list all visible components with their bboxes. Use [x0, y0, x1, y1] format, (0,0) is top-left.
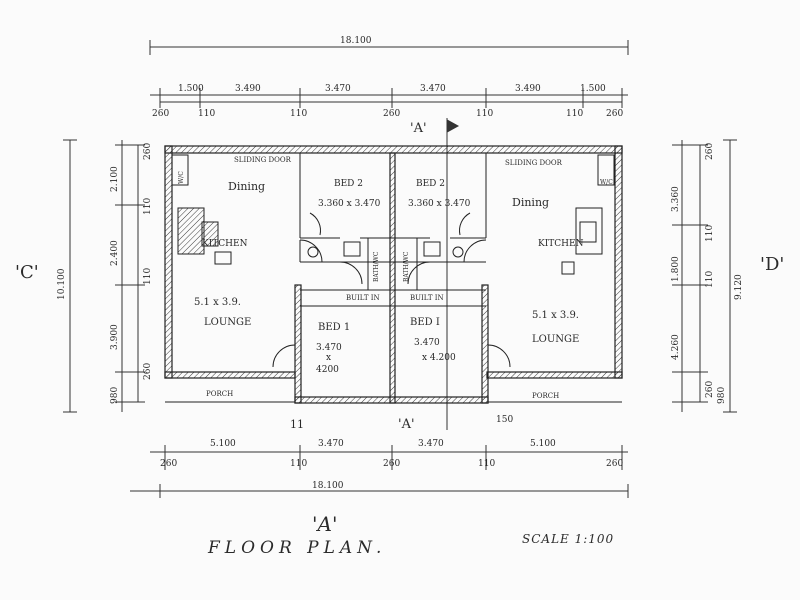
left-overall-dim: 10.100: [57, 268, 67, 300]
left-seg-2: 2.400: [110, 240, 120, 266]
right-wall-3: 110: [705, 271, 715, 288]
wc-left-label: W/C: [178, 171, 185, 184]
porch-left-label: PORCH: [206, 390, 233, 398]
door-swings: [272, 212, 511, 368]
top-wall-2: 110: [198, 109, 215, 119]
dining-right-label: Dining: [512, 196, 549, 209]
bottom-seg-2: 3.470: [318, 439, 344, 449]
sliding-door-right-label: SLIDING DOOR: [505, 159, 563, 167]
section-bottom-mark: 'A': [398, 417, 415, 432]
bottom-150-dim: 150: [496, 415, 513, 425]
bath-left-label: BATH/WC: [373, 251, 380, 282]
built-in-left-label: BUILT IN: [346, 294, 380, 302]
top-dimension-lines: [149, 40, 629, 108]
right-wall-2: 110: [705, 225, 715, 242]
right-wall-5: 980: [717, 387, 727, 404]
bed1-right-size-b: x 4.200: [422, 353, 456, 363]
bottom-seg-4: 5.100: [530, 439, 556, 449]
plan-title: FLOOR PLAN.: [208, 538, 387, 558]
bottom-wall-1: 260: [160, 459, 177, 469]
fixtures: [171, 154, 615, 275]
top-wall-7: 260: [606, 109, 623, 119]
top-wall-4: 260: [383, 109, 400, 119]
interior-walls: [165, 153, 622, 403]
lounge-left-label: LOUNGE: [204, 317, 251, 328]
left-wall-1: 260: [143, 143, 153, 160]
side-left-mark: 'C': [15, 262, 39, 283]
top-seg-5: 3.490: [515, 84, 541, 94]
bottom-seg-3: 3.470: [418, 439, 444, 449]
top-seg-3: 3.470: [325, 84, 351, 94]
left-dimension-lines: [63, 139, 145, 413]
wc-right-label: W/C: [600, 179, 613, 186]
section-top-mark: 'A': [410, 121, 427, 136]
walls: [164, 145, 623, 404]
bottom-wall-3: 260: [383, 459, 400, 469]
left-seg-3: 3.900: [110, 324, 120, 350]
room-labels: SLIDING DOOR SLIDING DOOR Dining Dining …: [178, 156, 613, 400]
lounge-right-label: LOUNGE: [532, 334, 579, 345]
bed2-left-label: BED 2: [334, 179, 363, 189]
bottom-wall-2: 110: [290, 459, 307, 469]
bed2-right-label: BED 2: [416, 179, 445, 189]
top-wall-5: 110: [476, 109, 493, 119]
bed2-left-size: 3.360 x 3.470: [318, 199, 381, 209]
side-right-mark: 'D': [760, 254, 784, 275]
porch-right-label: PORCH: [532, 392, 559, 400]
right-dimension-lines: [672, 139, 737, 413]
left-seg-1: 2.100: [110, 166, 120, 192]
dining-left-label: Dining: [228, 180, 265, 193]
left-wall-3: 110: [143, 268, 153, 285]
left-wall-2: 110: [143, 198, 153, 215]
bed1-left-size-c: 4200: [316, 365, 339, 375]
bed1-right-size-a: 3.470: [414, 338, 440, 348]
sliding-door-left-label: SLIDING DOOR: [234, 156, 292, 164]
right-seg-2: 1.800: [671, 256, 681, 282]
right-seg-1: 3.360: [671, 186, 681, 212]
left-wall-4: 260: [143, 363, 153, 380]
left-wall-5: 980: [110, 387, 120, 404]
bed1-left-label: BED 1: [318, 322, 350, 333]
bottom-wall-4: 110: [478, 459, 495, 469]
section-marks: 'A' 'A' 'C' 'D' 11: [15, 121, 784, 432]
bottom-wall-5: 260: [606, 459, 623, 469]
right-wall-4: 260: [705, 381, 715, 398]
kitchen-right-label: KITCHEN: [538, 239, 584, 249]
right-overall-dim: 9.120: [734, 274, 744, 300]
bed1-left-size-a: 3.470: [316, 343, 342, 353]
small-mark: 11: [290, 418, 304, 431]
bath-right-label: BATH/WC: [403, 251, 410, 282]
top-wall-1: 260: [152, 109, 169, 119]
top-seg-2: 3.490: [235, 84, 261, 94]
bed1-left-size-b: x: [326, 353, 331, 363]
bed1-right-label: BED I: [410, 317, 440, 328]
built-in-right-label: BUILT IN: [410, 294, 444, 302]
top-wall-3: 110: [290, 109, 307, 119]
plan-scale: SCALE 1:100: [522, 532, 615, 546]
top-wall-6: 110: [566, 109, 583, 119]
bed2-right-size: 3.360 x 3.470: [408, 199, 471, 209]
bottom-dimension-lines: [130, 445, 629, 498]
right-wall-1: 260: [705, 143, 715, 160]
top-seg-1: 1.500: [178, 84, 204, 94]
lounge-right-size: 5.1 x 3.9.: [532, 310, 579, 321]
kitchen-left-label: KITCHEN: [202, 239, 248, 249]
top-overall-dim: 18.100: [340, 36, 372, 46]
plan-title-mark: 'A': [312, 512, 338, 536]
dimension-text: 18.100 1.500 3.490 3.470 3.470 3.490 1.5…: [57, 36, 744, 491]
top-seg-6: 1.500: [580, 84, 606, 94]
section-line: [446, 118, 460, 430]
top-seg-4: 3.470: [420, 84, 446, 94]
right-seg-3: 4.260: [671, 334, 681, 360]
bottom-seg-1: 5.100: [210, 439, 236, 449]
lounge-left-size: 5.1 x 3.9.: [194, 297, 241, 308]
bottom-overall-dim: 18.100: [312, 481, 344, 491]
